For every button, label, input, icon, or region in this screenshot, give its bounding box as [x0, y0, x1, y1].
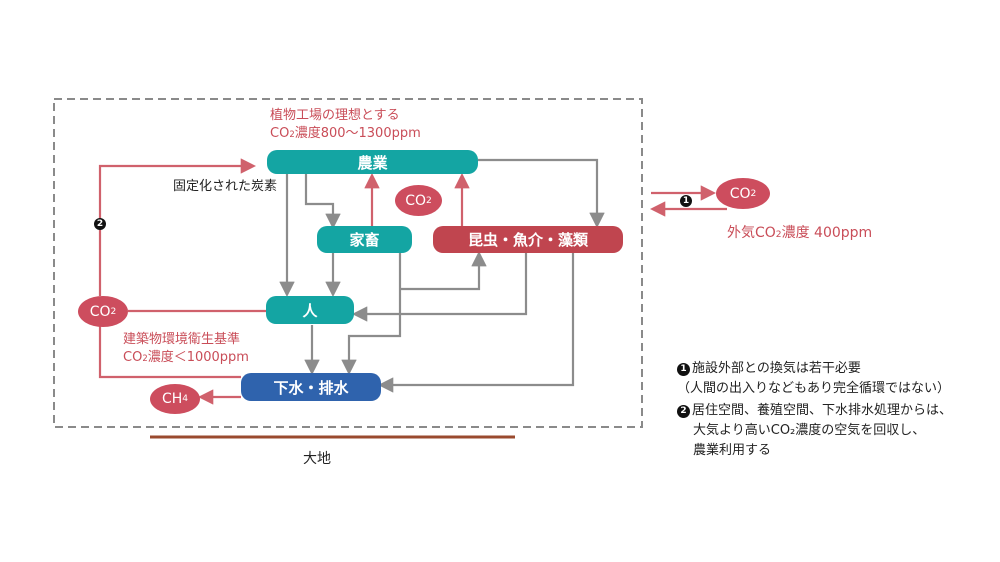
footnote-1-badge: 1	[677, 363, 690, 376]
sewage-node: 下水・排水	[241, 373, 381, 401]
fixed-carbon-label: 固定化された炭素	[173, 179, 278, 194]
line-sewage-to-co2	[98, 326, 241, 379]
footnote-2-badge: 2	[677, 405, 690, 418]
arrow-livestock-to-insects	[400, 250, 487, 291]
arrow-farming-to-insects	[478, 158, 605, 229]
farming-node: 農業	[267, 150, 478, 174]
arrow-insects-to-human	[351, 253, 528, 322]
plant-factory-line1: 植物工場の理想とする	[270, 108, 400, 123]
badge-one: 1	[680, 195, 692, 207]
plant-factory-line2: CO2濃度800〜1300ppm	[270, 126, 421, 141]
facility-boundary	[53, 98, 643, 428]
building-standard-label: 建築物環境衛生基準 CO2濃度＜1000ppm	[123, 331, 249, 367]
plant-factory-label: 植物工場の理想とする CO2濃度800〜1300ppm	[270, 107, 421, 143]
human-node: 人	[266, 296, 354, 324]
livestock-node: 家畜	[317, 226, 412, 253]
building-standard-line2: CO2濃度＜1000ppm	[123, 350, 249, 365]
arrow-farming-to-livestock	[304, 173, 341, 230]
footnote-2-line3: 農業利用する	[693, 443, 772, 458]
footnote-2-line2: 大気より高いCO₂濃度の空気を回収し、	[693, 423, 926, 438]
insects-fish-algae-node: 昆虫・魚介・藻類	[433, 226, 623, 253]
ground-label: 大地	[303, 451, 331, 467]
arrow-insects-to-sewage	[377, 253, 575, 393]
badge-two: 2	[94, 218, 106, 230]
outside-air-label: 外気CO2濃度 400ppm	[727, 225, 873, 241]
arrow-co2-loop-to-farming	[98, 158, 257, 296]
building-standard-line1: 建築物環境衛生基準	[123, 332, 241, 347]
footnote-1-line2: （人間の出入りなどもあり完全循環ではない）	[677, 381, 951, 396]
arrow-livestock-to-sewage	[341, 253, 402, 376]
